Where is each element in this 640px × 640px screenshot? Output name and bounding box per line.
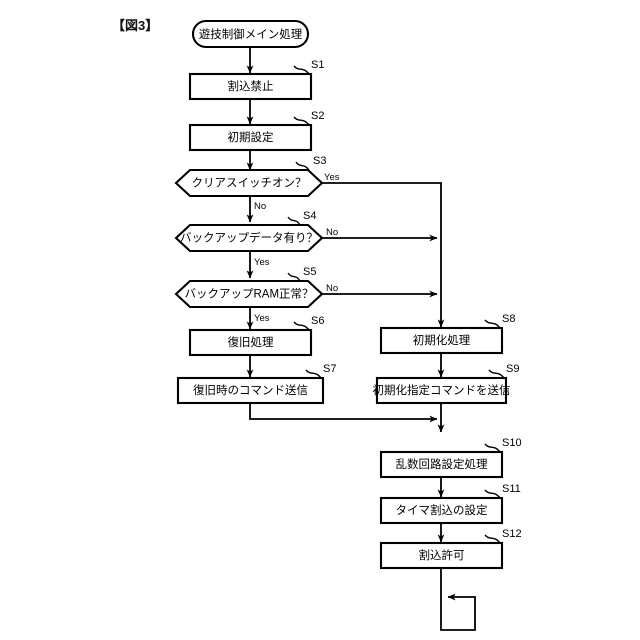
s6-leader-line bbox=[293, 321, 310, 331]
s1-leader-line bbox=[293, 65, 310, 75]
s2-process-shape bbox=[188, 123, 313, 152]
s5-decision-shape bbox=[174, 279, 324, 309]
s1-process-shape bbox=[188, 72, 313, 101]
s8-process-shape bbox=[379, 326, 504, 355]
edge-s3-yes-to-rail bbox=[322, 182, 445, 328]
s12-leader-line bbox=[484, 534, 501, 544]
s5-label: バックアップRAM正常？ bbox=[184, 288, 313, 301]
figure-title: 【図3】 bbox=[112, 18, 158, 33]
s5-yes-label: Yes bbox=[254, 313, 270, 324]
s7-step-label: S7 bbox=[323, 363, 336, 375]
node-s7: 復旧時のコマンド送信 S7 bbox=[176, 363, 336, 405]
node-s11: タイマ割込の設定 S11 bbox=[379, 483, 521, 525]
node-s3: クリアスイッチオン？ S3 Yes No bbox=[174, 155, 340, 212]
s9-step-label: S9 bbox=[506, 363, 519, 375]
s12-step-label: S12 bbox=[502, 528, 522, 540]
s2-label: 初期設定 bbox=[228, 130, 274, 144]
s3-yes-label: Yes bbox=[324, 172, 340, 183]
s8-leader-line bbox=[484, 319, 501, 329]
s10-process-shape bbox=[379, 450, 504, 479]
node-s5: バックアップRAM正常？ S5 No Yes bbox=[174, 266, 338, 324]
s7-process-shape bbox=[176, 376, 325, 405]
s2-leader-line bbox=[293, 116, 310, 126]
node-s12: 割込許可 S12 bbox=[379, 528, 522, 570]
edge-s12-to-loop bbox=[440, 568, 476, 631]
s11-process-shape bbox=[379, 496, 504, 525]
node-s10: 乱数回路設定処理 S10 bbox=[379, 437, 522, 479]
s4-leader-line bbox=[287, 216, 301, 226]
s10-label: 乱数回路設定処理 bbox=[396, 457, 488, 471]
node-start: 遊技制御メイン処理 bbox=[191, 19, 310, 49]
s10-step-label: S10 bbox=[502, 437, 522, 449]
s3-decision-shape bbox=[174, 168, 324, 198]
start-terminal-label: 遊技制御メイン処理 bbox=[199, 27, 303, 41]
s3-label: クリアスイッチオン？ bbox=[192, 177, 307, 190]
s4-step-label: S4 bbox=[303, 210, 316, 222]
s10-leader-line bbox=[484, 443, 501, 453]
s8-step-label: S8 bbox=[502, 313, 515, 325]
s6-step-label: S6 bbox=[311, 315, 324, 327]
s9-label: 初期化指定コマンドを送信 bbox=[373, 383, 511, 397]
node-s1: 割込禁止 S1 bbox=[188, 59, 324, 101]
node-s2: 初期設定 S2 bbox=[188, 110, 324, 152]
s11-label: タイマ割込の設定 bbox=[396, 503, 488, 517]
s6-label: 復旧処理 bbox=[228, 335, 274, 349]
s4-no-label: No bbox=[326, 227, 338, 238]
s2-step-label: S2 bbox=[311, 110, 324, 122]
s5-step-label: S5 bbox=[303, 266, 316, 278]
s5-no-label: No bbox=[326, 283, 338, 294]
start-terminal-shape bbox=[191, 19, 310, 49]
node-s8: 初期化処理 S8 bbox=[379, 313, 515, 355]
node-s6: 復旧処理 S6 bbox=[188, 315, 324, 357]
s11-leader-line bbox=[484, 489, 501, 499]
edge-s7-to-rail bbox=[249, 403, 438, 423]
s12-process-shape bbox=[379, 541, 504, 570]
node-s9: 初期化指定コマンドを送信 S9 bbox=[373, 363, 519, 405]
s9-process-shape bbox=[375, 376, 508, 405]
s1-label: 割込禁止 bbox=[228, 79, 274, 93]
s5-leader-line bbox=[287, 272, 301, 282]
connector-group bbox=[246, 47, 476, 631]
s7-leader-line bbox=[305, 369, 322, 379]
s3-no-label: No bbox=[254, 201, 266, 212]
s11-step-label: S11 bbox=[502, 483, 521, 495]
s3-leader-line bbox=[295, 161, 310, 171]
s9-leader-line bbox=[488, 369, 505, 379]
s3-step-label: S3 bbox=[313, 155, 326, 167]
s4-decision-shape bbox=[174, 223, 324, 253]
node-s4: バックアップデータ有り？ S4 No Yes bbox=[174, 210, 338, 268]
s4-yes-label: Yes bbox=[254, 257, 270, 268]
s7-label: 復旧時のコマンド送信 bbox=[193, 383, 308, 397]
s4-label: バックアップデータ有り？ bbox=[180, 231, 318, 245]
s6-process-shape bbox=[188, 328, 313, 357]
s8-label: 初期化処理 bbox=[413, 333, 471, 347]
s1-step-label: S1 bbox=[311, 59, 324, 71]
s12-label: 割込許可 bbox=[419, 548, 465, 562]
